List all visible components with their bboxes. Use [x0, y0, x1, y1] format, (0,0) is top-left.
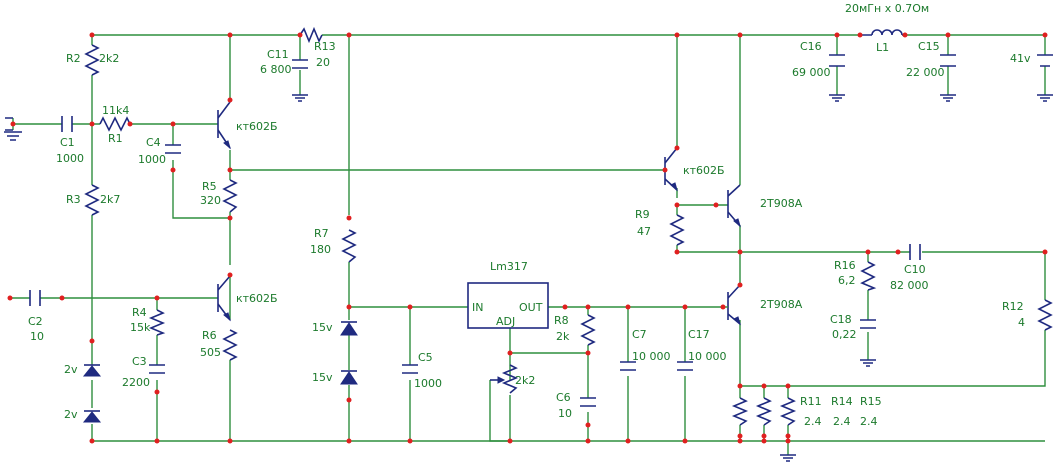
label-c15-value: 22 000: [906, 66, 945, 79]
label-c16-value: 69 000: [792, 66, 831, 79]
label-c17-value: 10 000: [688, 350, 727, 363]
label-c5: C5: [418, 351, 433, 364]
label-pot: 2k2: [515, 374, 535, 387]
label-c1: C1: [60, 136, 75, 149]
labels: R2 2k2 11k4 R1 C1 1000 C4 1000 R3 2k7 кт…: [28, 2, 1031, 428]
label-q1: кт602Б: [236, 120, 278, 133]
label-c18-value: 0,22: [832, 328, 857, 341]
label-c1-value: 1000: [56, 152, 84, 165]
label-r7-value: 180: [310, 243, 331, 256]
label-q3: кт602Б: [683, 164, 725, 177]
label-c11: C11: [267, 48, 289, 61]
label-r1: R1: [108, 132, 123, 145]
label-q2: кт602Б: [236, 292, 278, 305]
junction-dots: [7, 32, 1048, 444]
label-r11: R11: [800, 395, 822, 408]
label-c15: C15: [918, 40, 940, 53]
label-l1-title: 20мГн х 0.7Ом: [845, 2, 929, 15]
label-c6: C6: [556, 391, 571, 404]
label-r12: R12: [1002, 300, 1024, 313]
label-r16: R16: [834, 259, 856, 272]
label-q4: 2T908A: [760, 197, 803, 210]
label-r3: R3: [66, 193, 81, 206]
label-r11-value: 2.4: [804, 415, 822, 428]
label-c4: C4: [146, 136, 161, 149]
label-c11-value: 6 800: [260, 63, 292, 76]
label-r6-value: 505: [200, 346, 221, 359]
label-r3-value: 2k7: [100, 193, 120, 206]
label-c7: C7: [632, 328, 647, 341]
label-r2: R2: [66, 52, 81, 65]
label-c3-value: 2200: [122, 376, 150, 389]
label-r15: R15: [860, 395, 882, 408]
label-lm317: Lm317: [490, 260, 528, 273]
label-r5-value: 320: [200, 194, 221, 207]
label-r6: R6: [202, 329, 217, 342]
label-r4: R4: [132, 306, 147, 319]
label-c18: C18: [830, 313, 852, 326]
components: [4, 26, 1053, 462]
label-c7-value: 10 000: [632, 350, 671, 363]
label-l1: L1: [876, 41, 889, 54]
label-r13-value: 20: [316, 56, 330, 69]
label-lm-in: IN: [472, 301, 483, 314]
label-c6-value: 10: [558, 407, 572, 420]
label-r13: R13: [314, 40, 336, 53]
label-r5: R5: [202, 180, 217, 193]
label-c10-value: 82 000: [890, 279, 929, 292]
label-zener-15v-bottom: 15v: [312, 371, 333, 384]
label-r8-value: 2k: [556, 330, 570, 343]
label-c17: C17: [688, 328, 710, 341]
label-lm-out: OUT: [519, 301, 543, 314]
label-r4-value: 15k: [130, 321, 151, 334]
label-c10: C10: [904, 263, 926, 276]
label-c2: C2: [28, 315, 43, 328]
label-zener-2v-bottom: 2v: [64, 408, 78, 421]
label-r14: R14: [831, 395, 853, 408]
label-zener-2v-top: 2v: [64, 363, 78, 376]
label-r9-value: 47: [637, 225, 651, 238]
label-41v: 41v: [1010, 52, 1031, 65]
label-c3: C3: [132, 355, 147, 368]
wires: [10, 34, 1046, 455]
label-c16: C16: [800, 40, 822, 53]
label-r7: R7: [314, 227, 329, 240]
label-c5-value: 1000: [414, 377, 442, 390]
label-zener-15v-top: 15v: [312, 321, 333, 334]
label-q5: 2T908A: [760, 298, 803, 311]
label-lm-adj: ADJ: [496, 315, 515, 328]
label-r9: R9: [635, 208, 650, 221]
label-r15-value: 2.4: [860, 415, 878, 428]
label-r8: R8: [554, 314, 569, 327]
label-c2-value: 10: [30, 330, 44, 343]
label-r2-value: 2k2: [99, 52, 119, 65]
label-r1-value: 11k4: [102, 104, 129, 117]
label-c4-value: 1000: [138, 153, 166, 166]
label-r14-value: 2.4: [833, 415, 851, 428]
label-r16-value: 6,2: [838, 274, 856, 287]
label-r12-value: 4: [1018, 316, 1025, 329]
